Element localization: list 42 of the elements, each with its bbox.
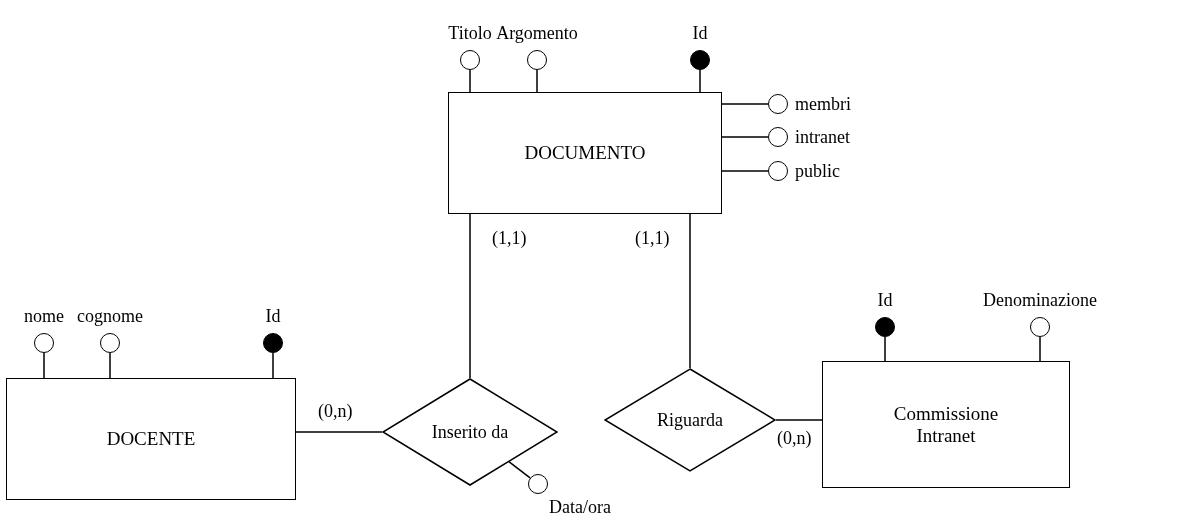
attribute-name: Denominazione <box>983 290 1097 310</box>
connector-line <box>775 419 823 421</box>
attribute-name: Data/ora <box>549 497 611 517</box>
connector-line <box>884 336 886 362</box>
attribute-name: nome <box>24 306 64 326</box>
cardinality-label: (0,n) <box>775 428 814 448</box>
connector-line <box>272 352 274 379</box>
entity-name: DOCUMENTO <box>524 142 646 164</box>
entity-box <box>6 378 296 500</box>
attribute-name: Id <box>265 306 281 326</box>
connector-line <box>721 170 769 172</box>
entity-box <box>448 92 722 214</box>
connector-line <box>689 213 691 369</box>
connector-line <box>469 69 471 93</box>
cardinality-label: (1,1) <box>633 228 672 248</box>
attribute-name: public <box>795 161 840 181</box>
connector-line <box>109 352 111 379</box>
attribute-name: Titolo <box>448 23 492 43</box>
connector-line <box>721 103 769 105</box>
attribute-name: cognome <box>77 306 143 326</box>
relationship-diamond <box>382 378 558 486</box>
connector-line <box>699 69 701 93</box>
connector-line <box>469 213 471 379</box>
cardinality-label: (0,n) <box>316 401 355 421</box>
connector-line <box>43 352 45 379</box>
attribute-name: intranet <box>795 127 850 147</box>
attribute-name: Argomento <box>496 23 578 43</box>
entity-name: Commissione Intranet <box>892 402 1000 447</box>
cardinality-label: (1,1) <box>490 228 529 248</box>
connector-line <box>1039 336 1041 362</box>
entity-box <box>822 361 1070 488</box>
relationship-name: Riguarda <box>657 409 723 431</box>
attribute-name: membri <box>795 94 851 114</box>
attribute-name: Id <box>692 23 708 43</box>
attribute-name: Id <box>877 290 893 310</box>
connector-line <box>536 69 538 93</box>
entity-name: DOCENTE <box>106 428 196 450</box>
relationship-diamond <box>604 368 776 472</box>
connector-line <box>721 136 769 138</box>
connector-line <box>508 461 531 479</box>
relationship-name: Inserito da <box>431 421 509 443</box>
connector-line <box>295 431 383 433</box>
